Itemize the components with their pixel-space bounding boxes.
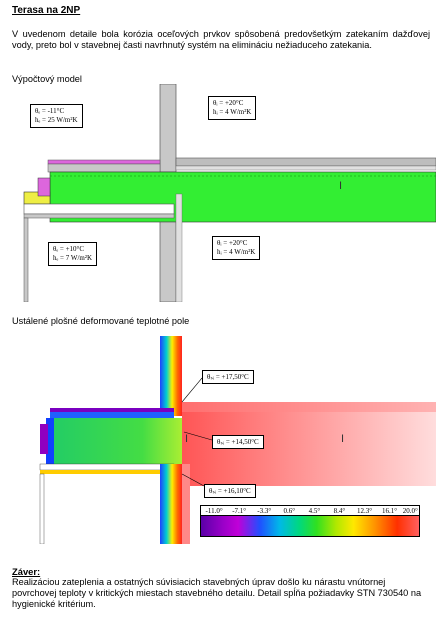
scale-tick: -3.3° bbox=[257, 507, 272, 515]
conclusion-paragraph: Realizáciou zateplenia a ostatných súvis… bbox=[12, 577, 422, 610]
intro-paragraph: V uvedenom detaile bola korózia oceľovýc… bbox=[12, 29, 430, 51]
scale-tick: 12.3° bbox=[356, 507, 373, 515]
svg-text:I: I bbox=[185, 433, 188, 445]
scale-tick: -7.1° bbox=[232, 507, 247, 515]
construction-drawing: I bbox=[23, 83, 437, 303]
conclusion-heading: Záver: bbox=[12, 566, 41, 577]
svg-text:I: I bbox=[341, 433, 344, 445]
scale-color-bar bbox=[200, 515, 420, 537]
scale-ticks: -11.0° -7.1° -3.3° 0.6° 4.5° 8.4° 12.3° … bbox=[200, 505, 420, 515]
surface-temp-annotation-3: θₛᵢ = +16,10°C bbox=[204, 484, 256, 498]
temperature-scale: -11.0° -7.1° -3.3° 0.6° 4.5° 8.4° 12.3° … bbox=[200, 505, 420, 537]
scale-tick: 16.1° bbox=[382, 507, 398, 515]
temperature-field-figure: I I θₛᵢ = +17,50°C θₛᵢ = +14,50°C θₛᵢ = … bbox=[12, 336, 436, 545]
surface-temp-annotation-2: θₛᵢ = +14,50°C bbox=[212, 435, 264, 449]
model-label: Výpočtový model bbox=[12, 74, 82, 84]
scale-tick: 0.6° bbox=[283, 507, 296, 515]
field-label: Ustálené plošné deformované teplotné pol… bbox=[12, 316, 190, 326]
section-title: Terasa na 2NP bbox=[12, 5, 81, 16]
scale-tick: 8.4° bbox=[333, 507, 346, 515]
svg-text:I: I bbox=[339, 180, 342, 192]
scale-tick: -11.0° bbox=[205, 507, 223, 515]
scale-tick: 4.5° bbox=[308, 507, 321, 515]
scale-tick: 20.0° bbox=[402, 507, 418, 515]
surface-temp-annotation-1: θₛᵢ = +17,50°C bbox=[202, 370, 254, 384]
